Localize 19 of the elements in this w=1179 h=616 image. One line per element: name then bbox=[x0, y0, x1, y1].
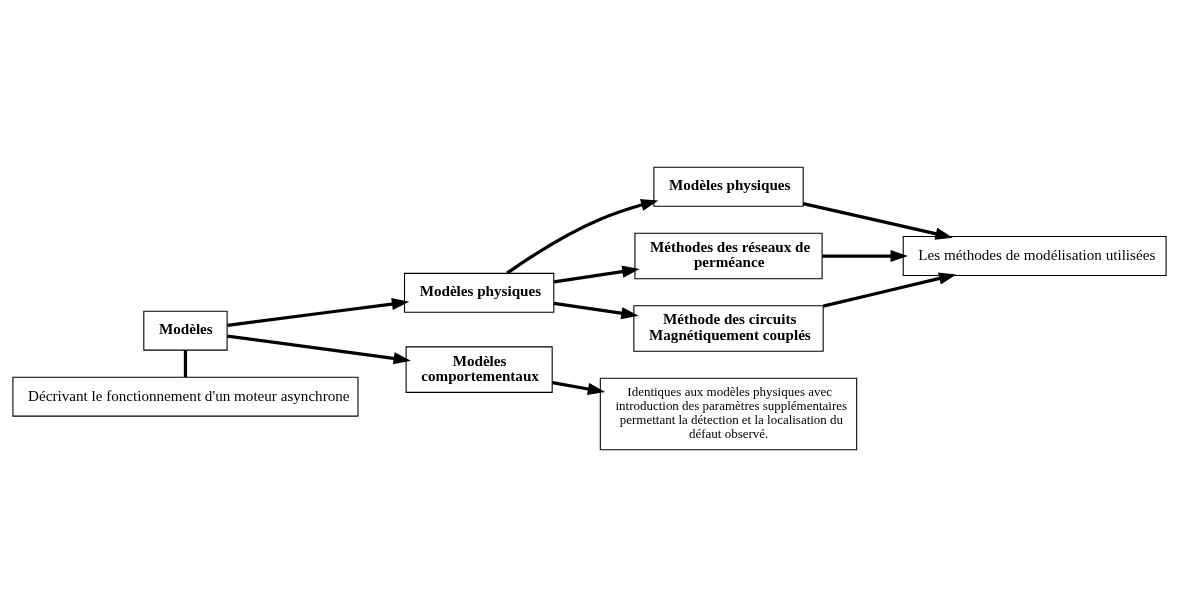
node-box: Méthode des circuits Magnétiquement couplés bbox=[633, 304, 824, 352]
node-box: Décrivant le fonctionnement d'un moteur asynchrone bbox=[12, 376, 359, 417]
arrow bbox=[506, 198, 659, 274]
arrow bbox=[227, 334, 411, 364]
arrow bbox=[227, 297, 410, 327]
node-box: Modèles bbox=[143, 310, 228, 351]
node-box: Méthodes des réseaux de perméance bbox=[634, 232, 823, 279]
arrow bbox=[553, 301, 639, 319]
node-box: Modèles physiques bbox=[403, 272, 555, 313]
connector bbox=[183, 349, 188, 377]
node-box: Les méthodes de modélisation utilisées bbox=[902, 235, 1167, 276]
arrow bbox=[822, 249, 908, 262]
arrow bbox=[822, 272, 957, 308]
node-box: Modèles comportementaux bbox=[405, 345, 553, 393]
node-box: Identiques aux modèles physiques avec introduction des paramètres supplémentaires permettant la détection et la localisation du défaut observé. bbox=[599, 377, 858, 450]
node-box: Modèles physiques bbox=[653, 166, 804, 207]
arrow bbox=[552, 380, 606, 395]
arrow bbox=[802, 201, 953, 240]
arrow bbox=[553, 265, 640, 283]
